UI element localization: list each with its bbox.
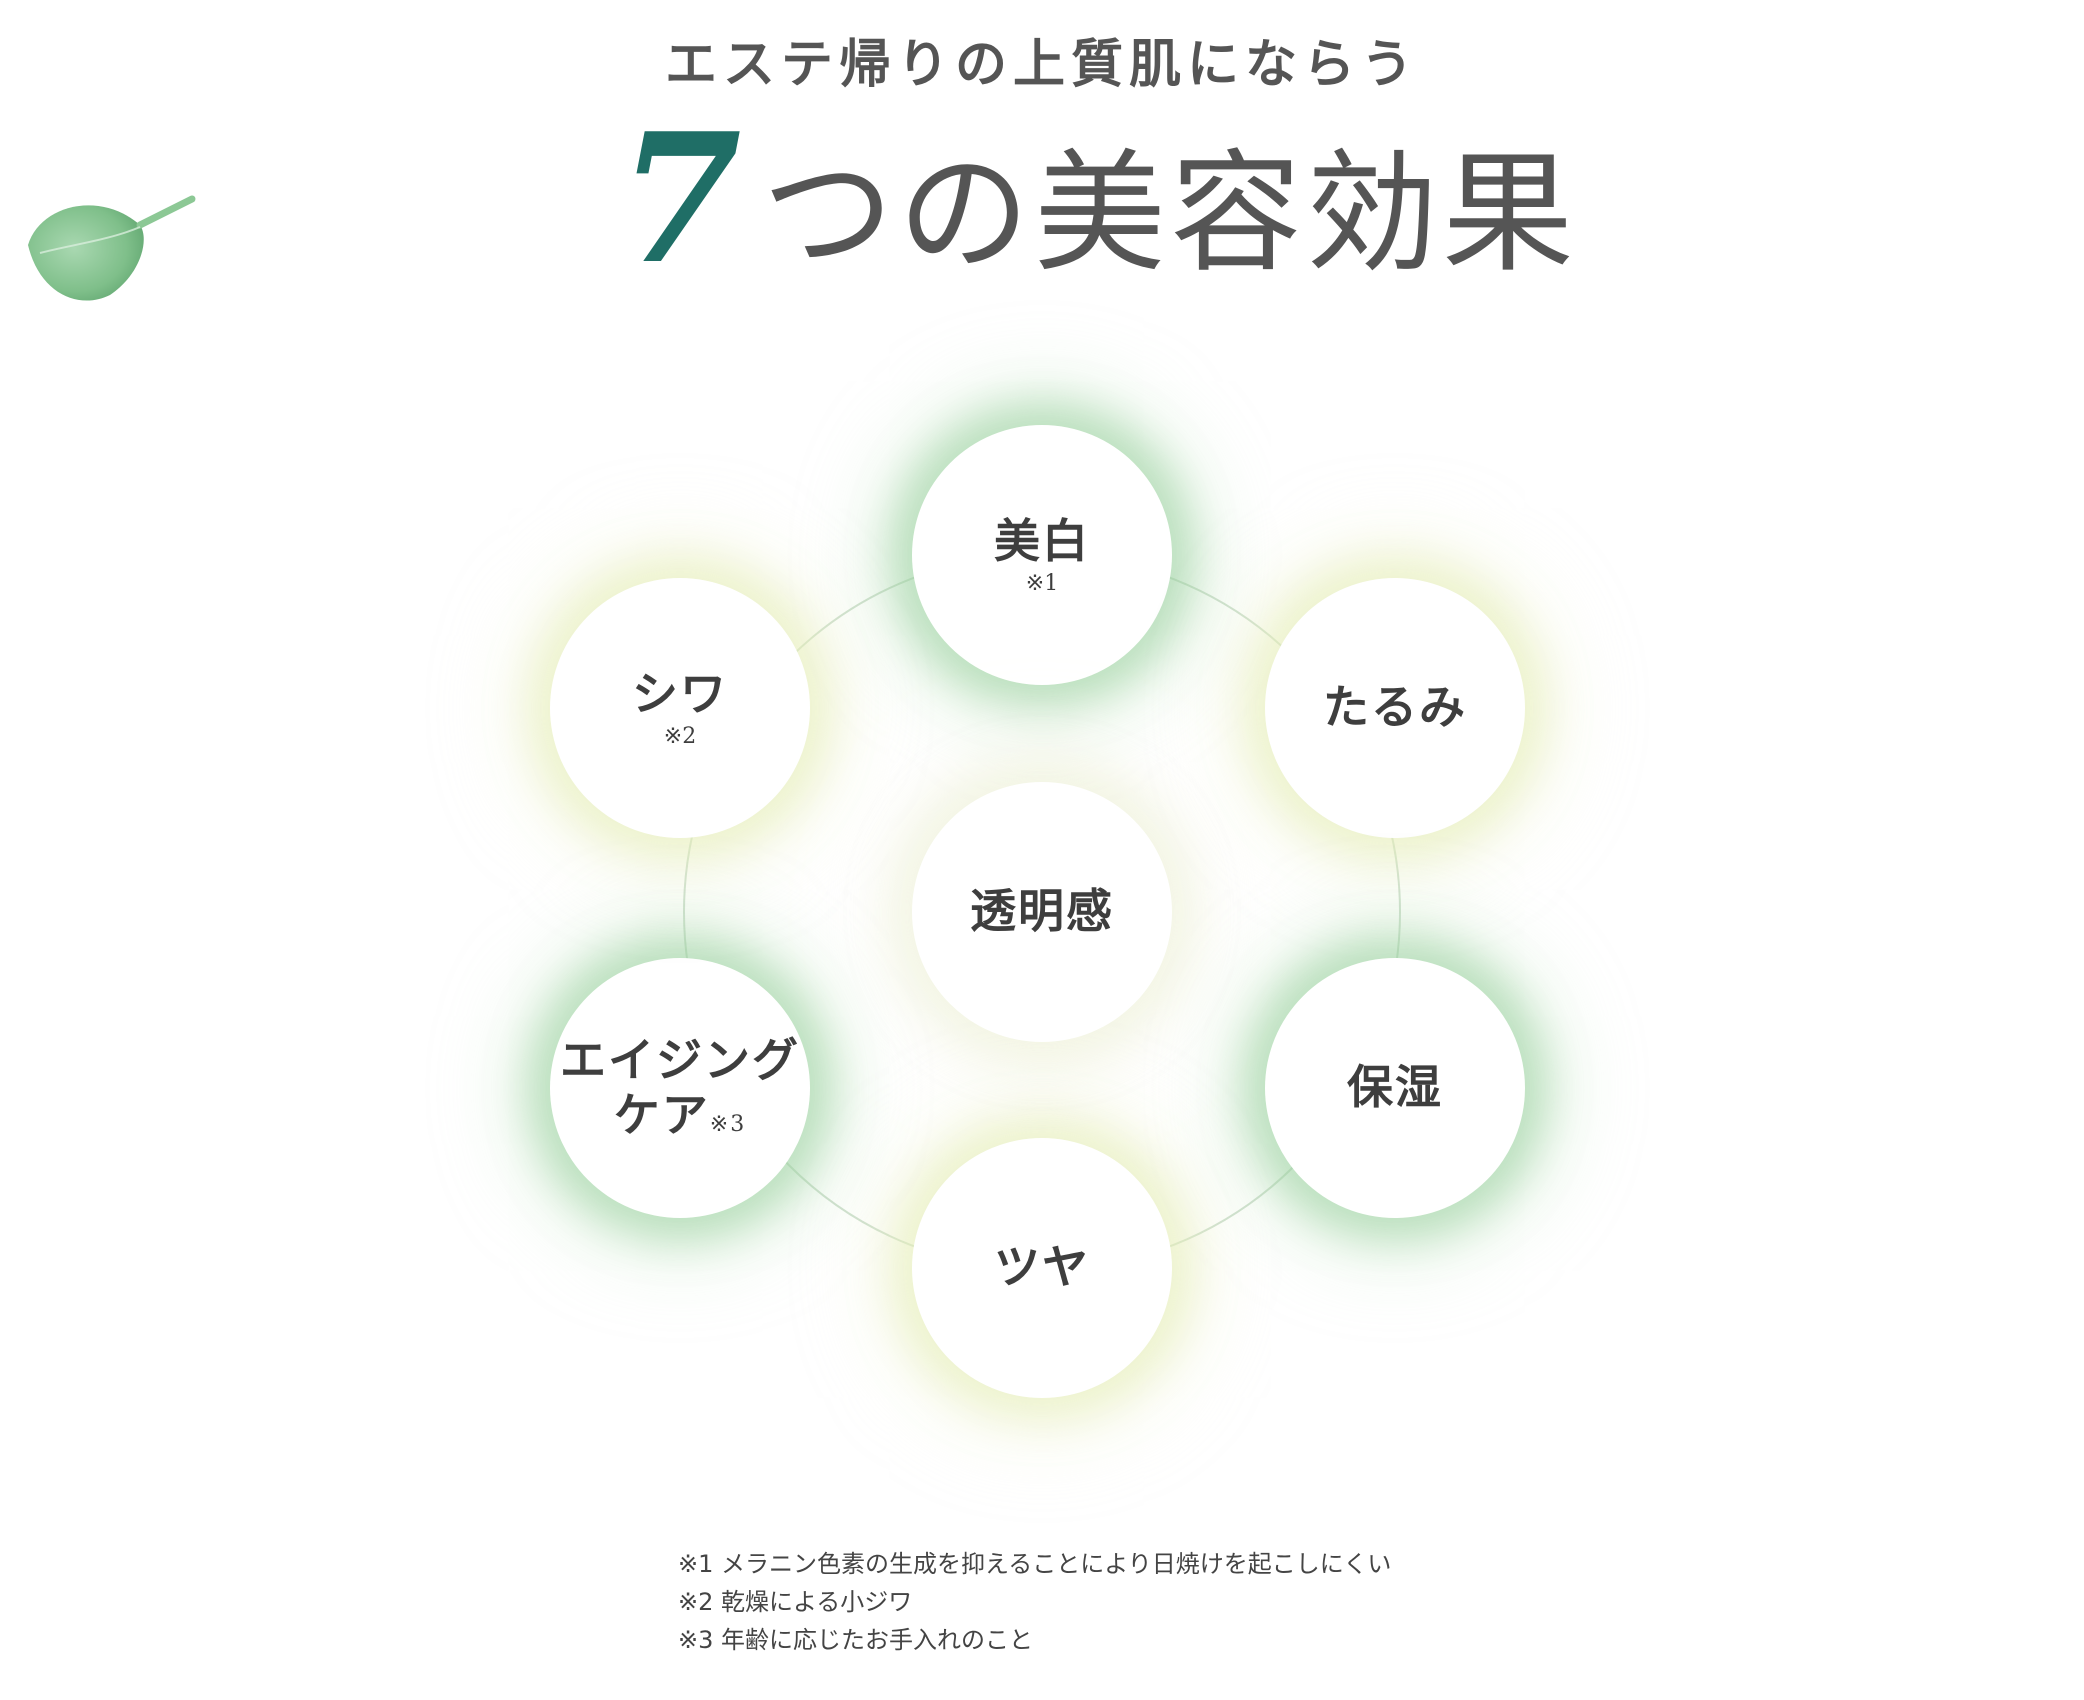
effect-circle-hoshitsu: 保湿 xyxy=(1265,958,1525,1218)
footnote-3: ※3 年齢に応じたお手入れのこと xyxy=(678,1626,1034,1654)
effect-label: ツヤ xyxy=(994,1240,1090,1295)
effect-note: ※1 xyxy=(1025,571,1059,597)
effect-label-text: ケア xyxy=(613,1088,710,1142)
effect-label: 透明感 xyxy=(970,884,1114,939)
page-subtitle: エステ帰りの上質肌にならう xyxy=(664,34,1419,95)
effect-circle-tsuya: ツヤ xyxy=(912,1138,1172,1398)
leaf-icon xyxy=(28,195,196,301)
effect-circle-aging-care: エイジング ケア※3 xyxy=(550,958,810,1218)
footnote-1: ※1 メラニン色素の生成を抑えることにより日焼けを起こしにくい xyxy=(678,1550,1392,1578)
effect-label: エイジング xyxy=(560,1032,800,1087)
effect-note: ※3 xyxy=(709,1112,747,1137)
title-number: 7 xyxy=(618,94,742,303)
title-text: つの美容効果 xyxy=(761,137,1578,291)
effect-circle-bihaku: 美白 ※1 xyxy=(912,425,1172,685)
footnotes: ※1 メラニン色素の生成を抑えることにより日焼けを起こしにくい ※2 乾燥による… xyxy=(678,1545,1391,1659)
page-title: 7 つの美容効果 xyxy=(618,110,1578,288)
effect-circle-tarumi: たるみ xyxy=(1265,578,1525,838)
effect-label: 美白 xyxy=(994,513,1090,568)
footnote-2: ※2 乾燥による小ジワ xyxy=(678,1588,913,1616)
effect-circle-toumeikan: 透明感 xyxy=(912,782,1172,1042)
effect-label: シワ xyxy=(632,666,728,721)
effect-label: たるみ xyxy=(1323,680,1467,735)
effect-circle-shiwa: シワ ※2 xyxy=(550,578,810,838)
effect-label: 保湿 xyxy=(1347,1060,1443,1115)
effect-label-line2: ケア※3 xyxy=(614,1088,746,1143)
effect-note: ※2 xyxy=(663,724,697,750)
